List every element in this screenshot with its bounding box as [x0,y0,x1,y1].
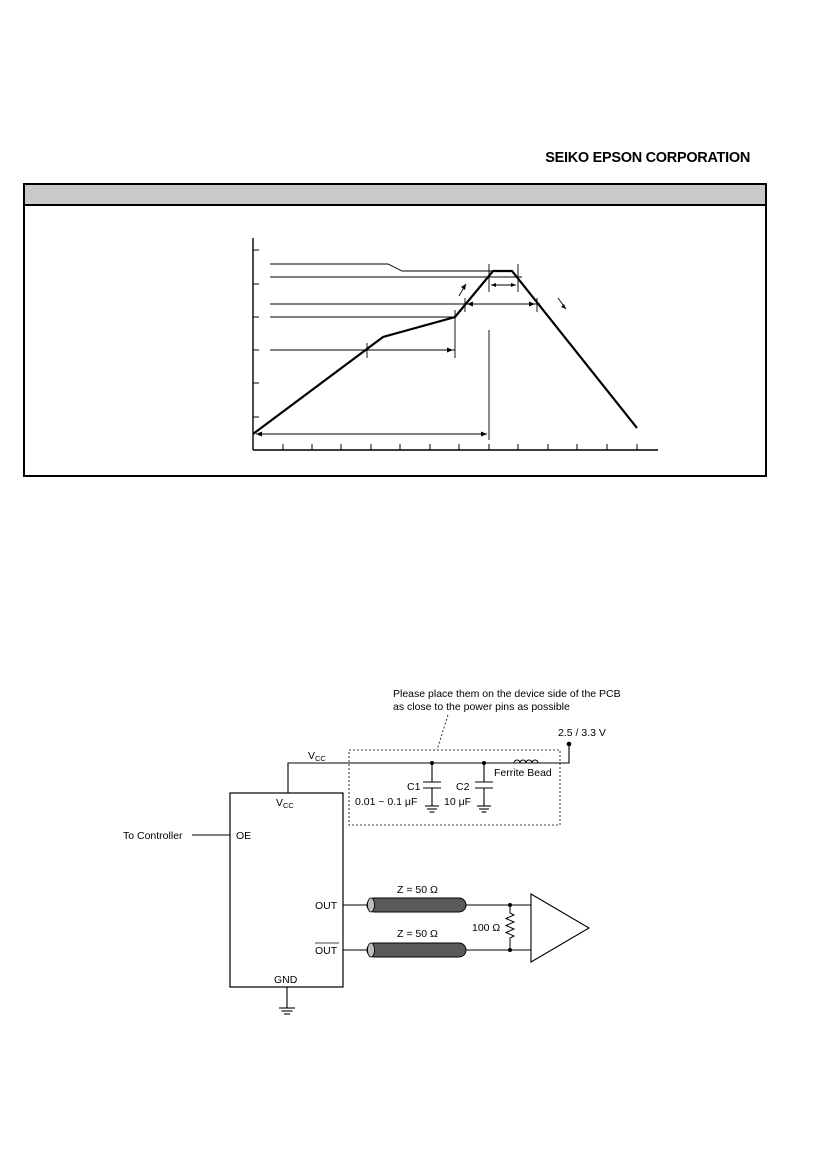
capacitor-c2-icon [475,763,493,813]
y-ticks [253,249,259,418]
arrow-head [491,283,496,287]
reference-lines [270,263,540,351]
arrow-head [529,301,535,307]
ic-vcc-pin: VCC [276,797,294,810]
decoupling-component-box [348,749,561,826]
supply-terminal [566,741,572,747]
arrow-head [511,283,516,287]
vcc-rail [287,762,545,793]
supply-wire [538,744,570,764]
temperature-profile-line [252,269,638,435]
ic-out-pin: OUT [315,900,338,912]
impedance-bottom-label: Z = 50 Ω [397,928,438,940]
impedance-top-label: Z = 50 Ω [397,884,438,896]
termination-resistor-icon [504,905,516,950]
arrow-head [447,347,453,353]
arrow-head [461,284,466,290]
reflow-profile-header [25,185,765,206]
c2-name: C2 [456,781,470,793]
transmission-line-top [366,897,467,913]
termination-resistor-label: 100 Ω [472,922,500,934]
capacitor-c1-icon [423,763,441,813]
transmission-line-top-end [367,897,375,913]
vcc-net-label: VCC [308,750,326,763]
arrow-head [467,301,473,307]
arrow-head [561,304,566,309]
to-controller-label: To Controller [123,830,183,842]
ferrite-bead-icon [513,759,539,764]
c1-value: 0.01 ~ 0.1 μF [355,796,417,808]
arrow-head [256,431,262,437]
oscillator-ic [229,792,344,988]
ic-ground-icon [279,987,295,1015]
c1-name: C1 [407,781,421,793]
transmission-line-bottom [366,942,467,958]
arrow-head [481,431,487,437]
ferrite-bead-label: Ferrite Bead [494,767,552,779]
ic-out-bar-pin: OUT [315,945,338,957]
reflow-profile-box [23,183,767,477]
note-leader-line [436,714,449,751]
receiver-buffer-icon [530,893,591,963]
ic-gnd-pin: GND [274,974,298,986]
c2-value: 10 μF [444,796,471,808]
placement-note-line2: as close to the power pins as possible [393,701,570,713]
supply-voltage-label: 2.5 / 3.3 V [558,727,606,739]
placement-note-line1: Please place them on the device side of … [393,688,621,700]
company-name: SEIKO EPSON CORPORATION [545,150,750,166]
ic-oe-pin: OE [236,830,251,842]
vertical-markers [366,264,538,440]
x-ticks [282,444,638,450]
transmission-line-bottom-end [367,942,375,958]
output-wires [343,904,543,951]
